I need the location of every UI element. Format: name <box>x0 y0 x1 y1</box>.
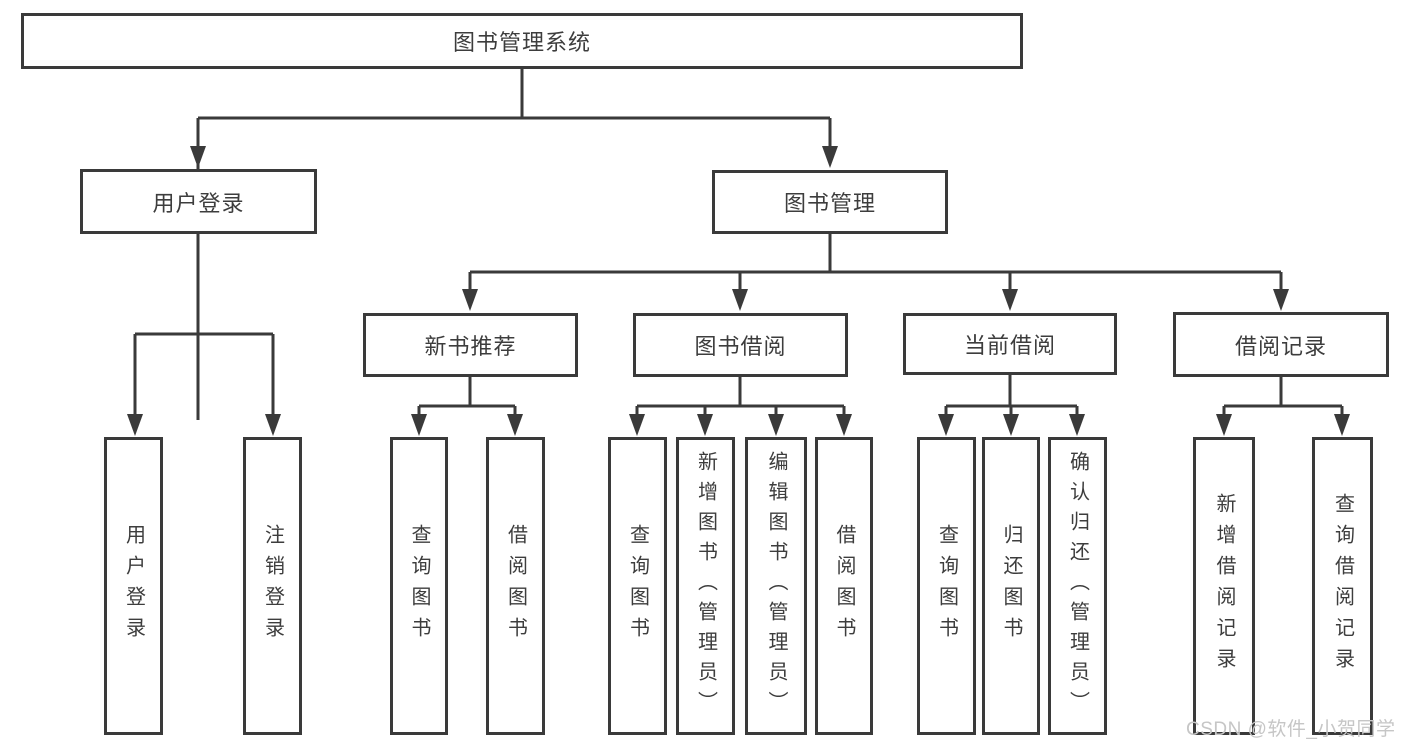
connector-root-to-level2 <box>190 69 838 420</box>
node-leaf-logout: 注销登录 <box>243 437 302 735</box>
node-borrow-record: 借阅记录 <box>1173 312 1389 377</box>
node-book-management: 图书管理 <box>712 170 948 234</box>
node-leaf-add-borrow-record: 新增借阅记录 <box>1193 437 1255 735</box>
node-leaf-confirm-return-admin: 确认归还（管理员） <box>1048 437 1107 735</box>
node-leaf-query-books-2: 查询图书 <box>608 437 667 735</box>
connector-borrow-record-to-children <box>1216 377 1350 436</box>
node-root-system: 图书管理系统 <box>21 13 1023 69</box>
connector-new-book-to-children <box>411 377 523 436</box>
csdn-watermark: CSDN @软件_小贺同学 <box>1186 719 1396 740</box>
node-leaf-user-login: 用户登录 <box>104 437 163 735</box>
connector-current-borrow-to-children <box>938 374 1085 436</box>
connector-book-borrow-to-children <box>629 377 852 436</box>
connector-book-mgmt-to-level3 <box>462 234 1289 311</box>
connector-user-login-to-children <box>127 234 281 436</box>
node-leaf-borrow-books-1: 借阅图书 <box>486 437 545 735</box>
node-current-borrow: 当前借阅 <box>903 313 1117 375</box>
node-leaf-query-books-3: 查询图书 <box>917 437 976 735</box>
node-leaf-add-book-admin: 新增图书（管理员） <box>676 437 735 735</box>
node-leaf-edit-book-admin: 编辑图书（管理员） <box>745 437 807 735</box>
node-leaf-query-borrow-record: 查询借阅记录 <box>1312 437 1373 735</box>
node-leaf-query-books-1: 查询图书 <box>390 437 448 735</box>
node-leaf-borrow-books-2: 借阅图书 <box>815 437 873 735</box>
node-leaf-return-book: 归还图书 <box>982 437 1040 735</box>
node-user-login: 用户登录 <box>80 169 317 234</box>
node-new-book-recommend: 新书推荐 <box>363 313 578 377</box>
node-book-borrow: 图书借阅 <box>633 313 848 377</box>
